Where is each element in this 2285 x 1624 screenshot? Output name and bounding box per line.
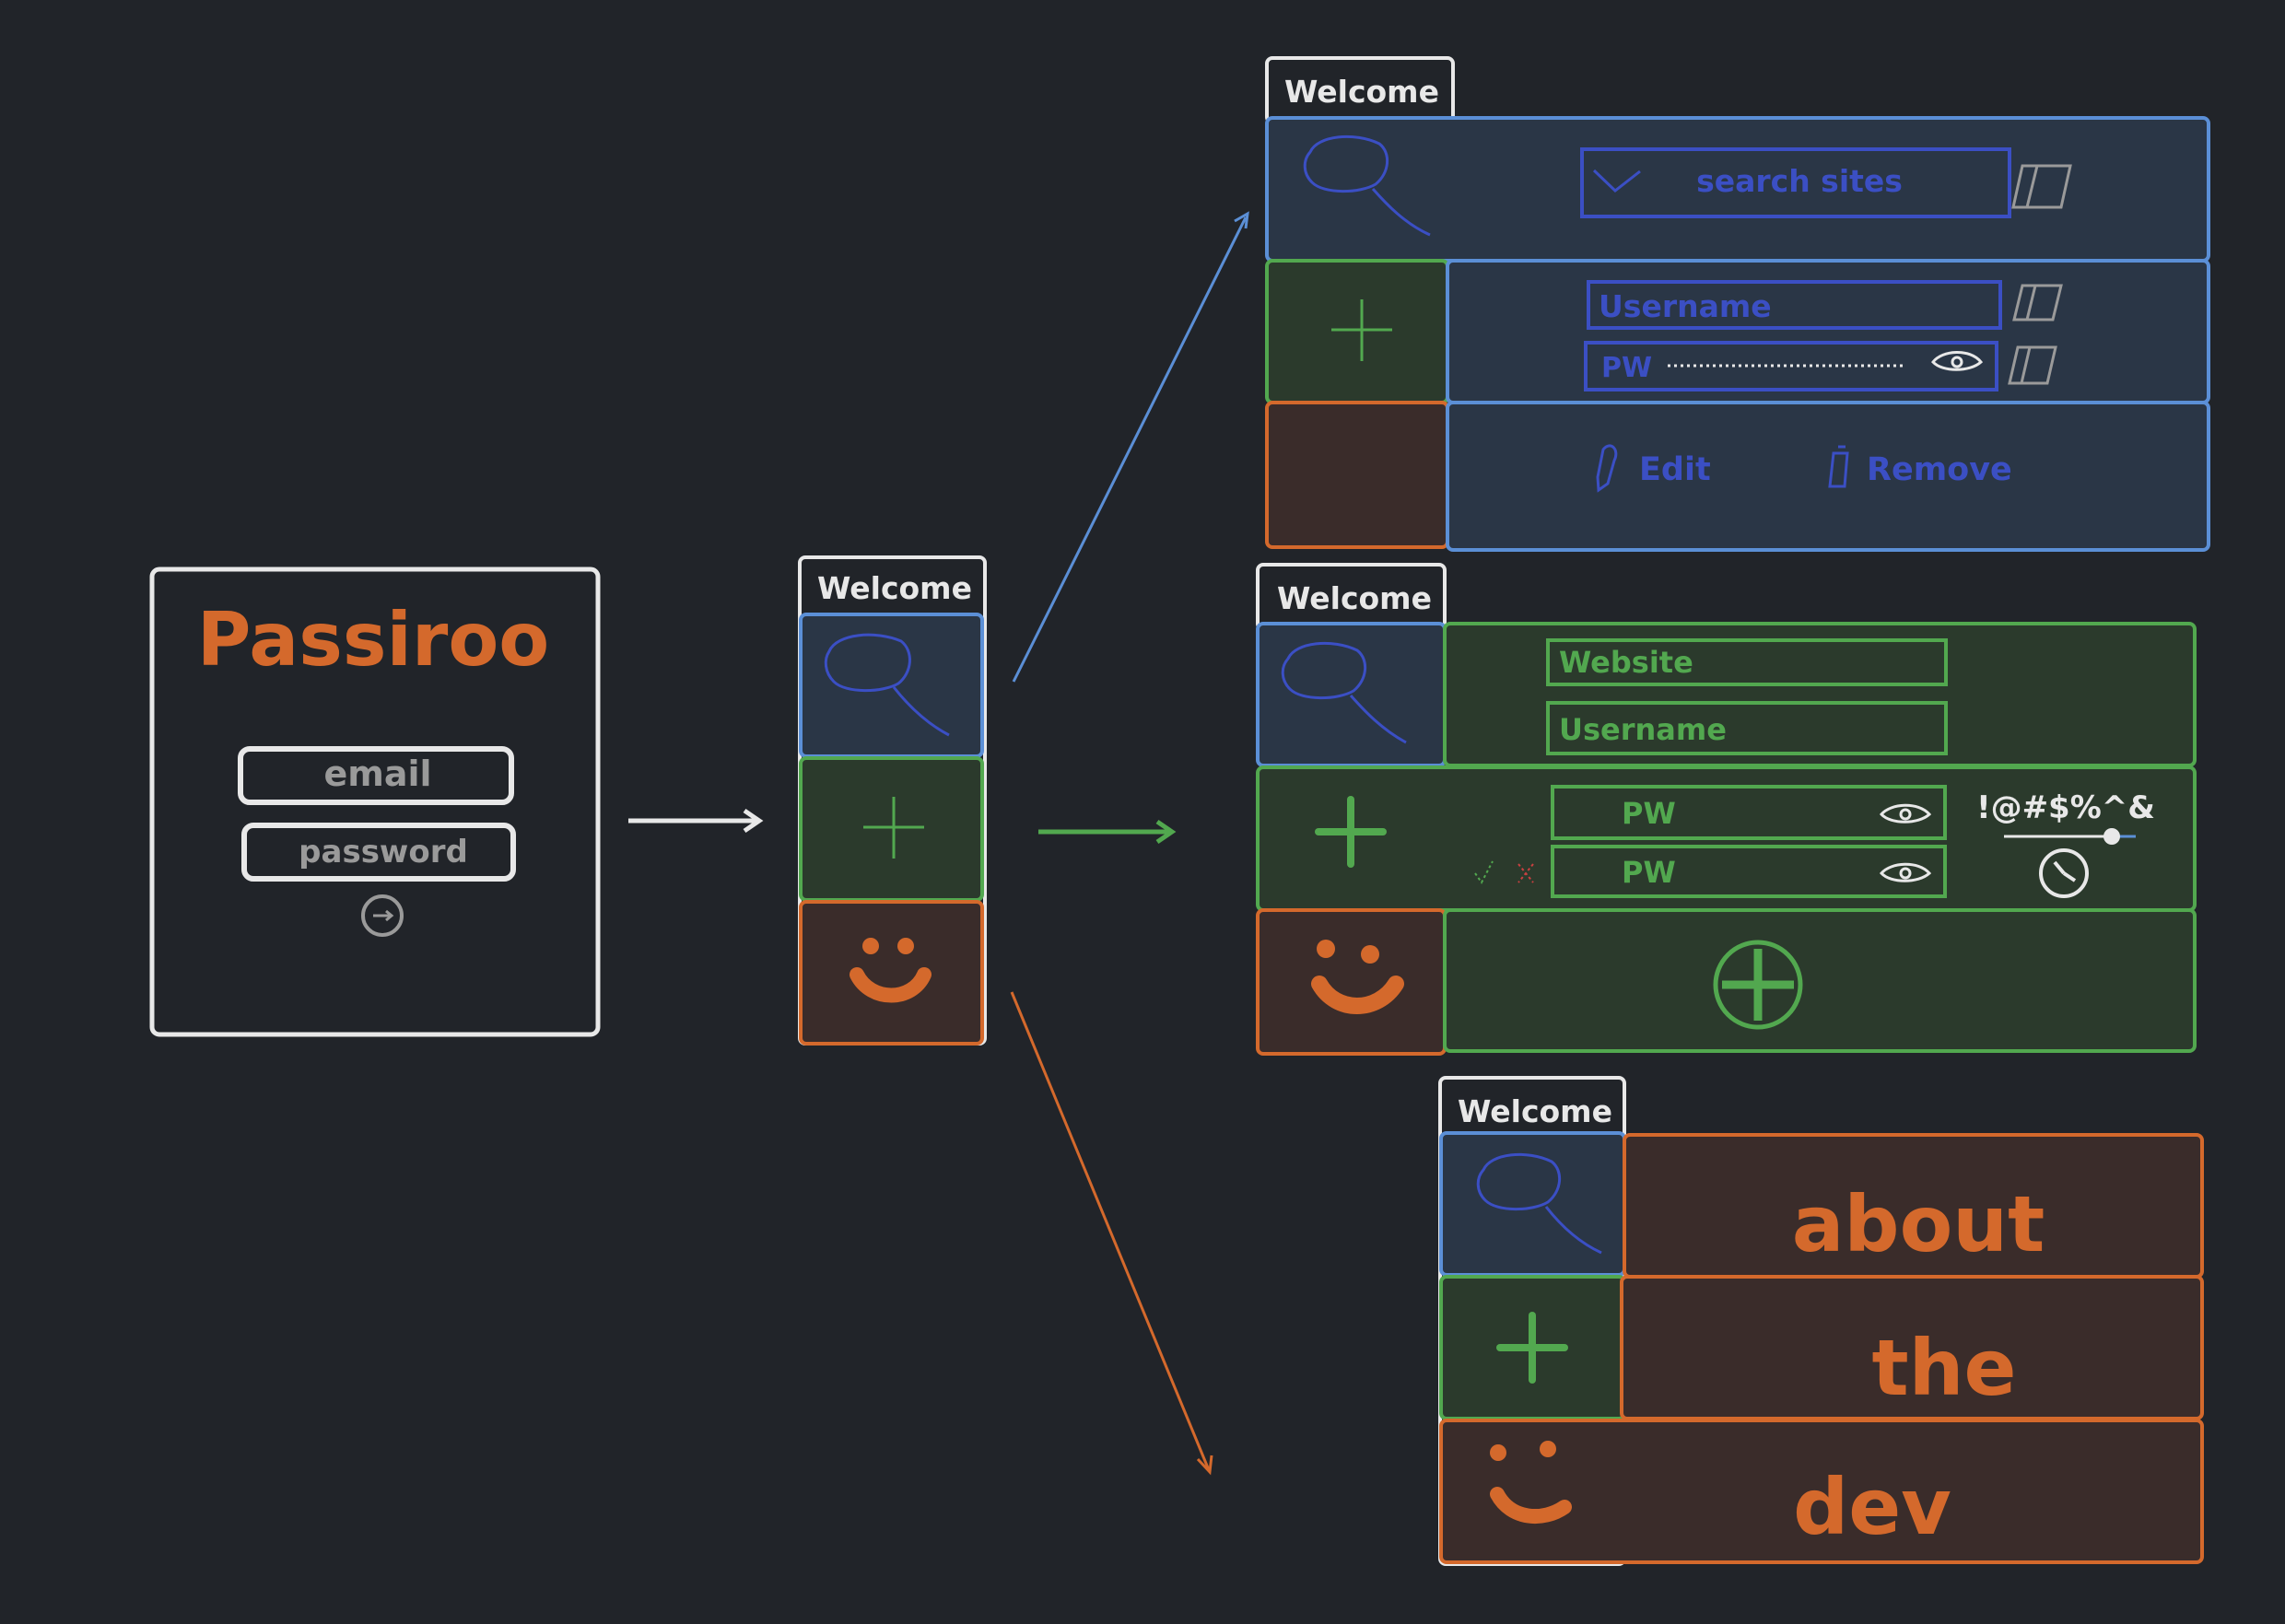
add-tab-label: Welcome bbox=[1277, 580, 1432, 616]
email-label: email bbox=[323, 754, 431, 794]
pw-placeholder: PW bbox=[1601, 352, 1652, 384]
email-field[interactable]: email bbox=[238, 746, 514, 805]
search-screen: Welcome search sites Username bbox=[1265, 56, 2210, 552]
copy-icon[interactable] bbox=[2012, 284, 2063, 321]
check-icon bbox=[1474, 860, 1494, 884]
clock-icon[interactable] bbox=[2039, 848, 2089, 898]
welcome-tab-label: Welcome bbox=[817, 570, 972, 606]
password-label: password bbox=[299, 834, 468, 870]
search-add-cell[interactable] bbox=[1265, 259, 1449, 404]
edit-button[interactable]: Edit bbox=[1596, 444, 1711, 493]
menu-search-button[interactable] bbox=[799, 613, 984, 758]
add-details-row bbox=[1443, 622, 2197, 767]
pw-label: PW bbox=[1622, 796, 1676, 831]
search-placeholder: search sites bbox=[1696, 163, 1903, 199]
about-screen: Welcome about the dev bbox=[1438, 1076, 2204, 1566]
add-screen: Welcome Website Username PW bbox=[1256, 563, 2197, 1056]
charset-label: !@#$%^& bbox=[1976, 789, 2155, 826]
flow-arrow-to-welcome bbox=[628, 808, 764, 834]
login-arrow-icon bbox=[361, 894, 404, 937]
copy-icon[interactable] bbox=[2008, 345, 2057, 385]
login-button[interactable] bbox=[361, 894, 404, 937]
slider-thumb[interactable] bbox=[2103, 828, 2120, 845]
remove-label: Remove bbox=[1867, 451, 2012, 488]
welcome-menu: Welcome bbox=[798, 555, 987, 1046]
password-field[interactable]: password bbox=[241, 823, 516, 882]
website-field[interactable]: Website bbox=[1546, 638, 1948, 686]
actions-row bbox=[1446, 401, 2210, 552]
remove-button[interactable]: Remove bbox=[1828, 445, 2012, 488]
about-tab-label: Welcome bbox=[1458, 1093, 1612, 1129]
about-line1: about bbox=[1792, 1179, 2045, 1269]
username-field[interactable]: Username bbox=[1587, 280, 2002, 330]
login-screen: Passiroo email password bbox=[149, 567, 601, 1037]
pw-confirm-label: PW bbox=[1622, 855, 1676, 890]
smiley-icon bbox=[850, 938, 932, 1003]
pw-field[interactable]: PW bbox=[1551, 785, 1947, 840]
about-line3-row bbox=[1439, 1419, 2204, 1564]
flow-arrow-to-add bbox=[1038, 819, 1177, 845]
chevron-down-icon bbox=[1592, 169, 1641, 193]
copy-icon[interactable] bbox=[2011, 164, 2072, 209]
add-about-cell[interactable] bbox=[1256, 908, 1447, 1056]
password-field[interactable]: PW bbox=[1584, 341, 1998, 391]
eye-icon[interactable] bbox=[1880, 803, 1932, 824]
match-indicator bbox=[1474, 860, 1534, 884]
circle-plus-icon[interactable] bbox=[1713, 940, 1803, 1030]
username-placeholder: Username bbox=[1599, 288, 1772, 324]
magnifier-icon bbox=[1281, 641, 1407, 744]
menu-add-button[interactable] bbox=[799, 756, 984, 902]
edit-label: Edit bbox=[1639, 451, 1711, 488]
magnifier-icon bbox=[824, 633, 950, 737]
add-save-row bbox=[1443, 908, 2197, 1053]
plus-icon bbox=[863, 797, 924, 859]
eye-icon[interactable] bbox=[1931, 351, 1984, 371]
about-line2: the bbox=[1872, 1323, 2017, 1413]
length-slider[interactable] bbox=[2004, 828, 2136, 845]
username-placeholder: Username bbox=[1559, 712, 1727, 747]
about-line3: dev bbox=[1793, 1462, 1951, 1552]
smiley-icon bbox=[1311, 940, 1404, 1014]
menu-about-button[interactable] bbox=[799, 900, 984, 1046]
eye-icon[interactable] bbox=[1880, 862, 1932, 882]
pencil-icon bbox=[1596, 444, 1618, 493]
trash-icon bbox=[1828, 445, 1849, 488]
app-title: Passiroo bbox=[197, 597, 550, 683]
x-icon bbox=[1517, 863, 1534, 883]
username-field[interactable]: Username bbox=[1546, 701, 1948, 755]
plus-icon bbox=[1315, 796, 1387, 868]
search-tab-label: Welcome bbox=[1284, 74, 1439, 110]
flow-arrow-to-about bbox=[1010, 991, 1213, 1476]
smiley-icon bbox=[1490, 1441, 1572, 1525]
pw-confirm-field[interactable]: PW bbox=[1551, 845, 1947, 898]
site-search-dropdown[interactable]: search sites bbox=[1580, 147, 2011, 218]
flow-arrow-to-search bbox=[1012, 211, 1249, 683]
search-panel-magnifier-icon[interactable] bbox=[1303, 134, 1431, 237]
login-frame bbox=[149, 567, 601, 1037]
search-about-cell[interactable] bbox=[1265, 401, 1449, 549]
magnifier-icon bbox=[1476, 1152, 1602, 1255]
plus-icon bbox=[1331, 299, 1392, 361]
website-placeholder: Website bbox=[1559, 645, 1693, 680]
plus-icon bbox=[1496, 1312, 1568, 1384]
add-search-cell[interactable] bbox=[1256, 622, 1447, 767]
